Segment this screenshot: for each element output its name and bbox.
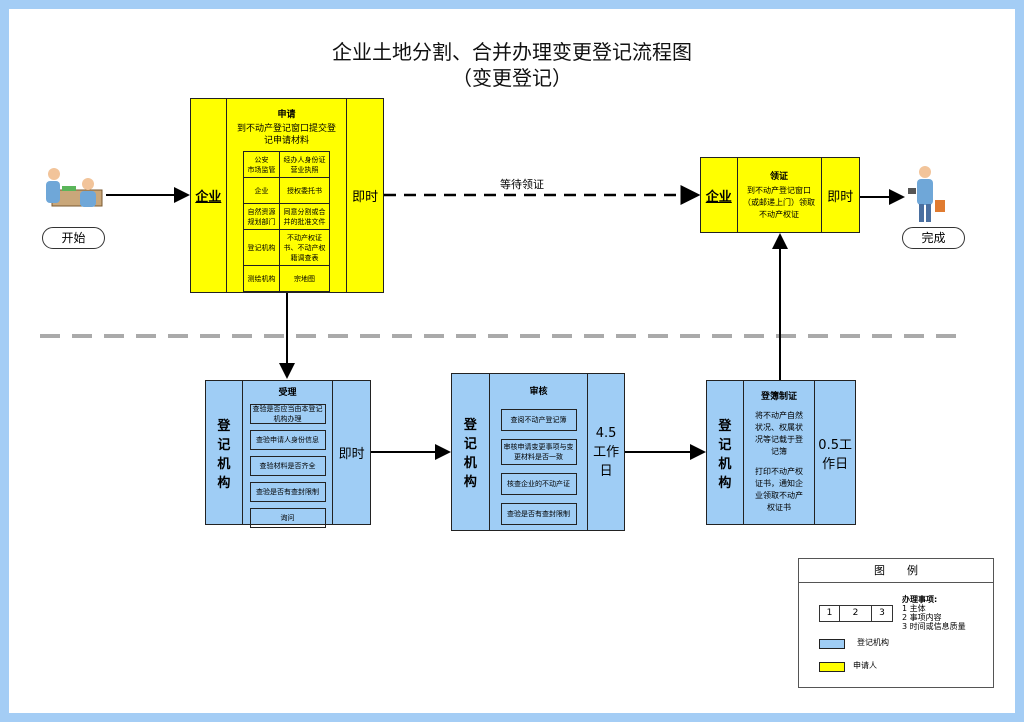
table-row: 自然资源 规划部门同意分割或合并的批准文件 xyxy=(243,203,330,230)
apply-desc: 到不动产登记窗口提交登记申请材料 xyxy=(236,124,336,146)
materials-table: 公安 市场监管经办人身份证 营业执照 企业授权委托书 自然资源 规划部门同意分割… xyxy=(243,151,330,292)
accept-item: 查验申请人身份信息 xyxy=(249,430,326,450)
cell: 不动产权证书、不动产权籍调查表 xyxy=(279,229,330,266)
register-subject: 登记机构 xyxy=(707,381,744,524)
receive-time: 即时 xyxy=(827,189,854,205)
table-row: 测绘机构宗地图 xyxy=(243,265,330,292)
review-subject: 登记机构 xyxy=(452,374,490,530)
review-time: 4.5工作日 xyxy=(593,425,620,479)
accept-content: 受理 查验是否应当由本登记机构办理 查验申请人身份信息 查验材料是否齐全 查验是… xyxy=(243,381,334,528)
apply-heading: 申请 xyxy=(277,110,296,120)
cell: 同意分割或合并的批准文件 xyxy=(279,203,330,230)
legend-note: 3 时间或信息质量 xyxy=(902,622,966,631)
diagram-subtitle: （变更登记） xyxy=(452,66,572,90)
legend-note: 1 主体 xyxy=(902,604,926,613)
cell: 宗地图 xyxy=(279,265,330,292)
register-desc-1: 将不动产自然状况、权属状况等记载于登记簿 xyxy=(755,411,804,456)
legend-title: 图 例 xyxy=(799,559,993,583)
finish-person-icon xyxy=(908,166,945,222)
cell: 自然资源 规划部门 xyxy=(243,203,280,230)
accept-heading: 受理 xyxy=(278,388,297,398)
register-step: 登记机构 登簿制证 将不动产自然状况、权属状况等记载于登记簿 打印不动产权证书，… xyxy=(706,380,856,525)
receive-subject: 企业 xyxy=(701,158,738,232)
accept-item: 询问 xyxy=(249,508,326,528)
legend-cell: 2 xyxy=(840,606,872,621)
review-item: 查验是否有查封限制 xyxy=(500,503,577,525)
accept-item: 查验材料是否齐全 xyxy=(249,456,326,476)
apply-time: 即时 xyxy=(352,190,379,205)
register-content: 登簿制证 将不动产自然状况、权属状况等记载于登记簿 打印不动产权证书，通知企业领… xyxy=(744,381,816,524)
accept-subject: 登记机构 xyxy=(206,381,243,524)
start-person-icon xyxy=(46,168,103,207)
accept-time: 即时 xyxy=(338,447,365,462)
apply-content: 申请 到不动产登记窗口提交登记申请材料 公安 市场监管经办人身份证 营业执照 企… xyxy=(227,99,348,292)
legend-blue-swatch xyxy=(819,639,845,649)
review-heading: 审核 xyxy=(529,387,548,397)
review-item: 审核申请变更事项与变更材料是否一致 xyxy=(500,439,577,465)
accept-item: 查验是否有查封限制 xyxy=(249,482,326,502)
receive-desc: 到不动产登记窗口（或邮递上门）领取不动产权证 xyxy=(743,186,815,219)
table-row: 登记机构不动产权证书、不动产权籍调查表 xyxy=(243,229,330,266)
wait-label: 等待领证 xyxy=(500,178,544,191)
review-item: 查阅不动产登记簿 xyxy=(500,409,577,431)
cell: 授权委托书 xyxy=(279,177,330,204)
start-node: 开始 xyxy=(42,227,105,249)
accept-item: 查验是否应当由本登记机构办理 xyxy=(249,404,326,424)
receive-step: 企业 领证 到不动产登记窗口（或邮递上门）领取不动产权证 即时 xyxy=(700,157,860,233)
cell: 企业 xyxy=(243,177,280,204)
register-time: 0.5工作日 xyxy=(818,437,852,472)
table-row: 企业授权委托书 xyxy=(243,177,330,204)
legend-note: 2 事项内容 xyxy=(902,613,942,622)
legend-yellow-label: 申请人 xyxy=(853,661,877,670)
cell: 测绘机构 xyxy=(243,265,280,292)
accept-step: 登记机构 受理 查验是否应当由本登记机构办理 查验申请人身份信息 查验材料是否齐… xyxy=(205,380,371,528)
review-step: 登记机构 审核 查阅不动产登记簿 审核申请变更事项与变更材料是否一致 核查企业的… xyxy=(451,373,625,531)
legend-blue-label: 登记机构 xyxy=(857,638,889,647)
receive-content: 领证 到不动产登记窗口（或邮递上门）领取不动产权证 xyxy=(738,158,822,232)
table-row: 公安 市场监管经办人身份证 营业执照 xyxy=(243,151,330,178)
apply-subject: 企业 xyxy=(191,99,227,292)
cell: 登记机构 xyxy=(243,229,280,266)
diagram-title: 企业土地分割、合并办理变更登记流程图 xyxy=(332,40,692,64)
legend-notes-title: 办理事项: xyxy=(902,595,938,604)
legend-sample-box: 1 2 3 xyxy=(819,605,893,622)
cell: 经办人身份证 营业执照 xyxy=(279,151,330,178)
legend: 图 例 1 2 3 办理事项: 1 主体 2 事项内容 3 时间或信息质量 登记… xyxy=(798,558,994,688)
legend-cell: 3 xyxy=(879,608,885,618)
review-item: 核查企业的不动产证 xyxy=(500,473,577,495)
apply-step: 企业 申请 到不动产登记窗口提交登记申请材料 公安 市场监管经办人身份证 营业执… xyxy=(190,98,384,293)
legend-yellow-swatch xyxy=(819,662,845,672)
review-content: 审核 查阅不动产登记簿 审核申请变更事项与变更材料是否一致 核查企业的不动产证 … xyxy=(490,374,589,530)
legend-notes: 办理事项: 1 主体 2 事项内容 3 时间或信息质量 xyxy=(902,595,966,631)
register-heading: 登簿制证 xyxy=(761,392,798,402)
finish-node: 完成 xyxy=(902,227,965,249)
register-desc-2: 打印不动产权证书，通知企业领取不动产权证书 xyxy=(755,467,804,512)
legend-cell: 1 xyxy=(820,606,840,621)
cell: 公安 市场监管 xyxy=(243,151,280,178)
receive-heading: 领证 xyxy=(770,172,789,182)
